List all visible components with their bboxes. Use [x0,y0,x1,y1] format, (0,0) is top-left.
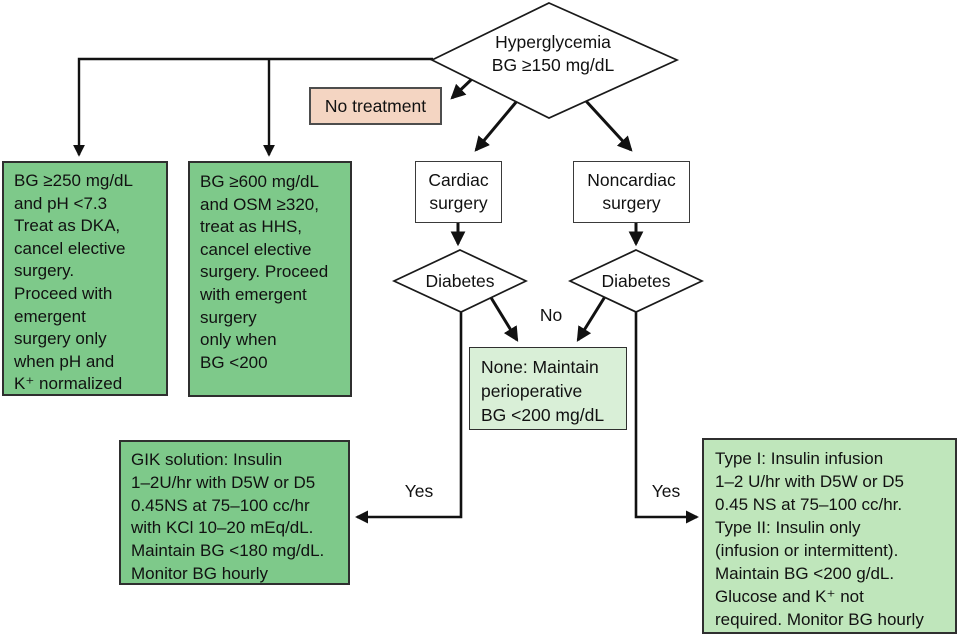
edge-root-to-no-treatment [450,76,475,100]
no-treatment-box: No treatment [309,87,442,125]
gik-solution-box: GIK solution: Insulin 1–2U/hr with D5W o… [119,440,350,585]
yes-edge-label-right: Yes [651,481,681,501]
cardiac-surgery-label: Cardiac surgery [428,170,489,213]
hhs-box-text: BG ≥600 mg/dL and OSM ≥320, treat as HHS… [200,172,329,372]
none-maintain-box: None: Maintain perioperative BG <200 mg/… [469,347,627,430]
dka-box-text: BG ≥250 mg/dL and pH <7.3 Treat as DKA, … [14,171,133,394]
no-treatment-label: No treatment [324,95,427,116]
insulin-infusion-box: Type I: Insulin infusion 1–2 U/hr with D… [702,438,957,634]
hhs-box: BG ≥600 mg/dL and OSM ≥320, treat as HHS… [188,161,352,397]
edge-root-to-dka [73,57,433,157]
noncardiac-surgery-label: Noncardiac surgery [587,170,676,213]
edge-yes-left [355,312,463,524]
diabetes-left-label: Diabetes [425,271,495,291]
hyperglycemia-diamond [430,2,680,119]
diabetes-diamond-left [391,249,528,313]
none-maintain-text: None: Maintain perioperative BG <200 mg/… [481,357,605,425]
edge-no-left [488,295,519,342]
dka-box: BG ≥250 mg/dL and pH <7.3 Treat as DKA, … [2,161,168,396]
edge-yes-right [634,312,699,524]
hyperglycemia-diamond-label: Hyperglycemia BG ≥150 mg/dL [491,32,615,75]
edge-no-right [576,294,608,342]
noncardiac-surgery-box: Noncardiac surgery [573,161,690,223]
edge-root-to-noncardiac [584,99,633,152]
diabetes-right-label: Diabetes [601,271,671,291]
no-edge-label: No [539,305,563,325]
gik-solution-text: GIK solution: Insulin 1–2U/hr with D5W o… [131,450,325,583]
yes-edge-label-left: Yes [404,481,434,501]
cardiac-surgery-box: Cardiac surgery [415,161,502,223]
diabetes-diamond-right [568,249,704,313]
edge-root-to-cardiac [474,100,519,152]
insulin-infusion-text: Type I: Insulin infusion 1–2 U/hr with D… [715,449,924,629]
